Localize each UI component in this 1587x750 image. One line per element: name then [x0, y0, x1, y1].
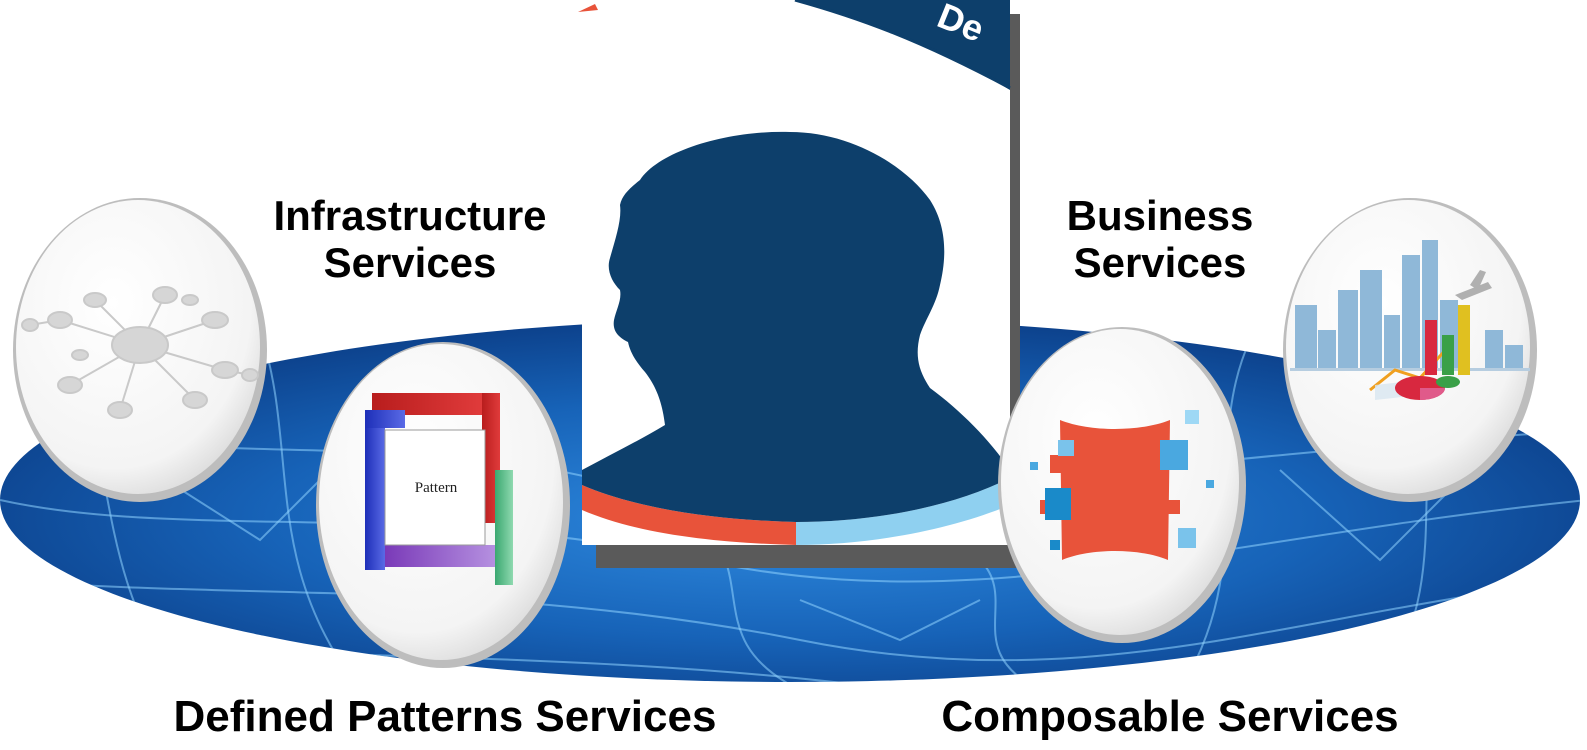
bottom-arc-red [582, 485, 796, 545]
red-accent-mark [578, 4, 598, 12]
banner-arc [795, 0, 1010, 90]
network-icon [13, 198, 267, 502]
composable-icon [998, 327, 1246, 643]
person-silhouette [582, 131, 1010, 522]
business-services-label: Business Services [1010, 192, 1310, 286]
pattern-icon: Pattern [316, 342, 570, 668]
bottom-arc-light-blue [796, 478, 1010, 545]
infrastructure-services-label: Infrastructure Services [230, 192, 590, 286]
business-services-line1: Business [1066, 192, 1254, 239]
defined-patterns-services-label: Defined Patterns Services [173, 692, 717, 741]
center-panel: De [578, 0, 1011, 545]
business-services-line2: Services [1073, 239, 1247, 287]
composable-services-label: Composable Services [941, 692, 1399, 741]
infrastructure-services-line1: Infrastructure [273, 192, 547, 239]
infrastructure-services-line2: Services [323, 239, 497, 287]
pattern-icon-text: Pattern [415, 480, 458, 496]
business-icon [1283, 198, 1537, 502]
